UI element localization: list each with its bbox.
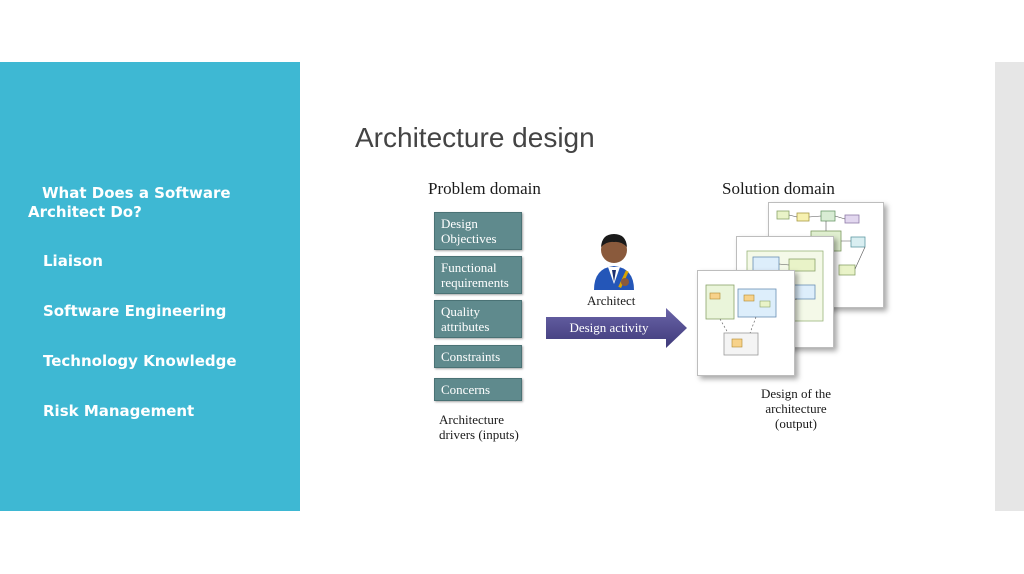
sidebar-item-liaison: Liaison	[43, 252, 103, 270]
driver-label-line2: attributes	[441, 319, 490, 334]
drivers-caption-line1: Architecture	[439, 412, 504, 427]
driver-label-line1: Quality	[441, 304, 480, 319]
driver-label-line1: Functional	[441, 260, 497, 275]
sidebar-panel: What Does a Software Architect Do? Liais…	[0, 62, 300, 511]
sidebar-heading-line2: Architect Do?	[28, 203, 142, 221]
driver-quality-attributes: Quality attributes	[434, 300, 522, 338]
driver-label-line2: Objectives	[441, 231, 497, 246]
driver-label-line1: Constraints	[441, 349, 501, 364]
design-activity-arrow	[546, 308, 687, 348]
output-caption-line2: architecture	[765, 401, 827, 416]
architect-icon	[594, 234, 634, 290]
driver-constraints: Constraints	[434, 345, 522, 368]
architect-label: Architect	[587, 293, 636, 308]
sidebar-item-risk-management: Risk Management	[43, 402, 195, 420]
driver-label-line2: requirements	[441, 275, 509, 290]
slide-title: Architecture design	[355, 122, 595, 153]
output-caption: Design of the architecture (output)	[748, 386, 844, 431]
sidebar-heading: What Does a Software Architect Do?	[28, 184, 288, 222]
driver-label-line1: Concerns	[441, 382, 491, 397]
sidebar-heading-line1: What Does a Software	[42, 184, 231, 202]
sidebar-item-software-engineering: Software Engineering	[43, 302, 227, 320]
diagram-page-front	[697, 270, 795, 376]
drivers-caption: Architecture drivers (inputs)	[439, 412, 519, 442]
right-edge-strip	[995, 62, 1024, 511]
sidebar-item-technology-knowledge: Technology Knowledge	[43, 352, 237, 370]
driver-functional-requirements: Functional requirements	[434, 256, 522, 294]
output-caption-line3: (output)	[775, 416, 817, 431]
design-activity-label: Design activity	[569, 320, 649, 335]
problem-domain-heading: Problem domain	[428, 179, 541, 198]
drivers-caption-line2: drivers (inputs)	[439, 427, 519, 442]
diagram-front-icon	[705, 284, 777, 356]
driver-design-objectives: Design Objectives	[434, 212, 522, 250]
driver-label-line1: Design	[441, 216, 478, 231]
output-caption-line1: Design of the	[760, 386, 832, 401]
solution-domain-heading: Solution domain	[722, 179, 835, 198]
driver-concerns: Concerns	[434, 378, 522, 401]
